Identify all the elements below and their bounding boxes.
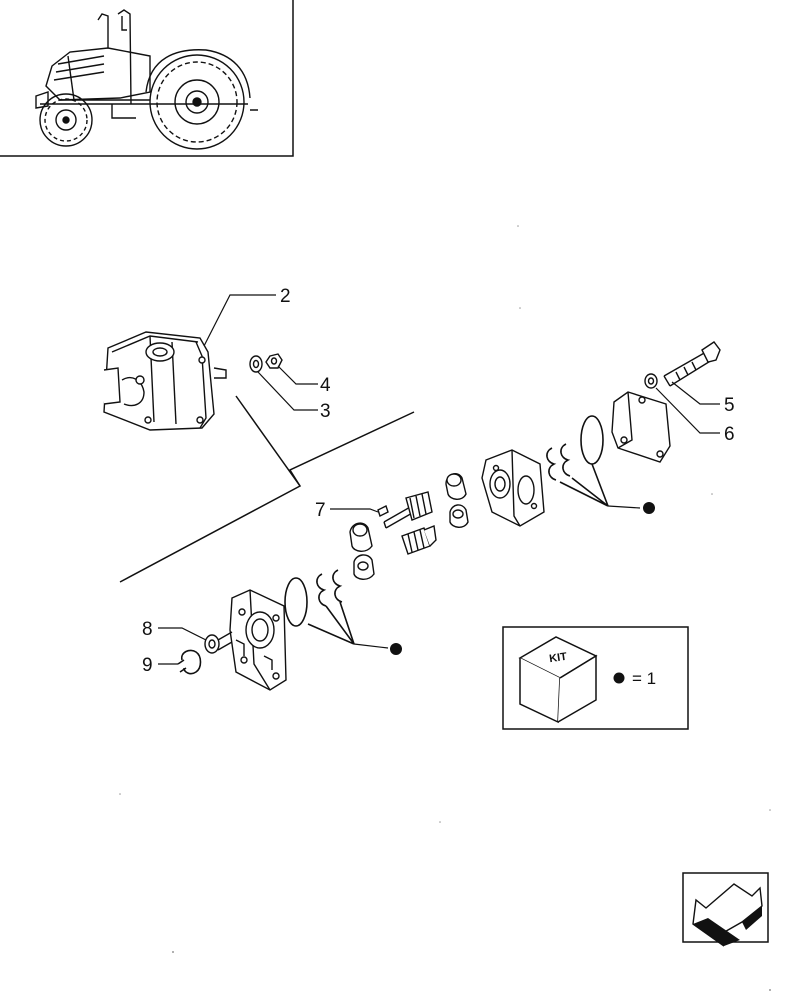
bushing-lower — [349, 522, 373, 552]
seal-kit-bottom — [284, 569, 355, 645]
bolt-part-5 — [663, 341, 721, 387]
scan-specks — [119, 225, 771, 991]
callout-9: 9 — [142, 655, 153, 676]
washer-part-3 — [249, 355, 263, 373]
bushing-upper — [445, 473, 467, 500]
tractor-thumbnail-panel — [0, 0, 294, 157]
pump-body — [481, 449, 545, 527]
callout-2: 2 — [280, 286, 291, 307]
filled-dot-icon — [390, 643, 402, 655]
callout-4: 4 — [320, 375, 331, 396]
bushing-lower-2 — [353, 554, 375, 580]
seal-kit-top — [546, 415, 609, 507]
nut-part-4 — [265, 353, 283, 369]
section-break-line — [119, 395, 415, 583]
kit-cube-icon — [518, 636, 598, 724]
circlip-part-9 — [177, 649, 202, 675]
drive-gear-shaft — [383, 491, 433, 529]
driven-gear — [401, 525, 437, 555]
kit-box-label: KIT — [549, 651, 568, 665]
rear-cover — [611, 391, 671, 463]
filled-dot-icon — [643, 502, 655, 514]
kit-legend: KIT = 1 — [502, 626, 689, 730]
key-part-7 — [377, 505, 389, 517]
front-flange — [229, 589, 287, 691]
kit-equals-text: = 1 — [632, 669, 656, 688]
washer-part-6 — [644, 373, 658, 389]
pump-assembly — [103, 331, 227, 431]
tractor-thumbnail-icon — [35, 9, 258, 150]
shaft-seal-part-8 — [204, 631, 233, 654]
back-arrow-icon[interactable] — [682, 872, 769, 947]
callout-8: 8 — [142, 619, 153, 640]
bushing-upper-2 — [449, 504, 469, 528]
leader-lines — [158, 294, 720, 665]
callout-5: 5 — [724, 395, 735, 416]
callout-7: 7 — [315, 500, 326, 521]
callout-6: 6 — [724, 424, 735, 445]
filled-dot-icon — [613, 672, 625, 684]
callout-3: 3 — [320, 401, 331, 422]
